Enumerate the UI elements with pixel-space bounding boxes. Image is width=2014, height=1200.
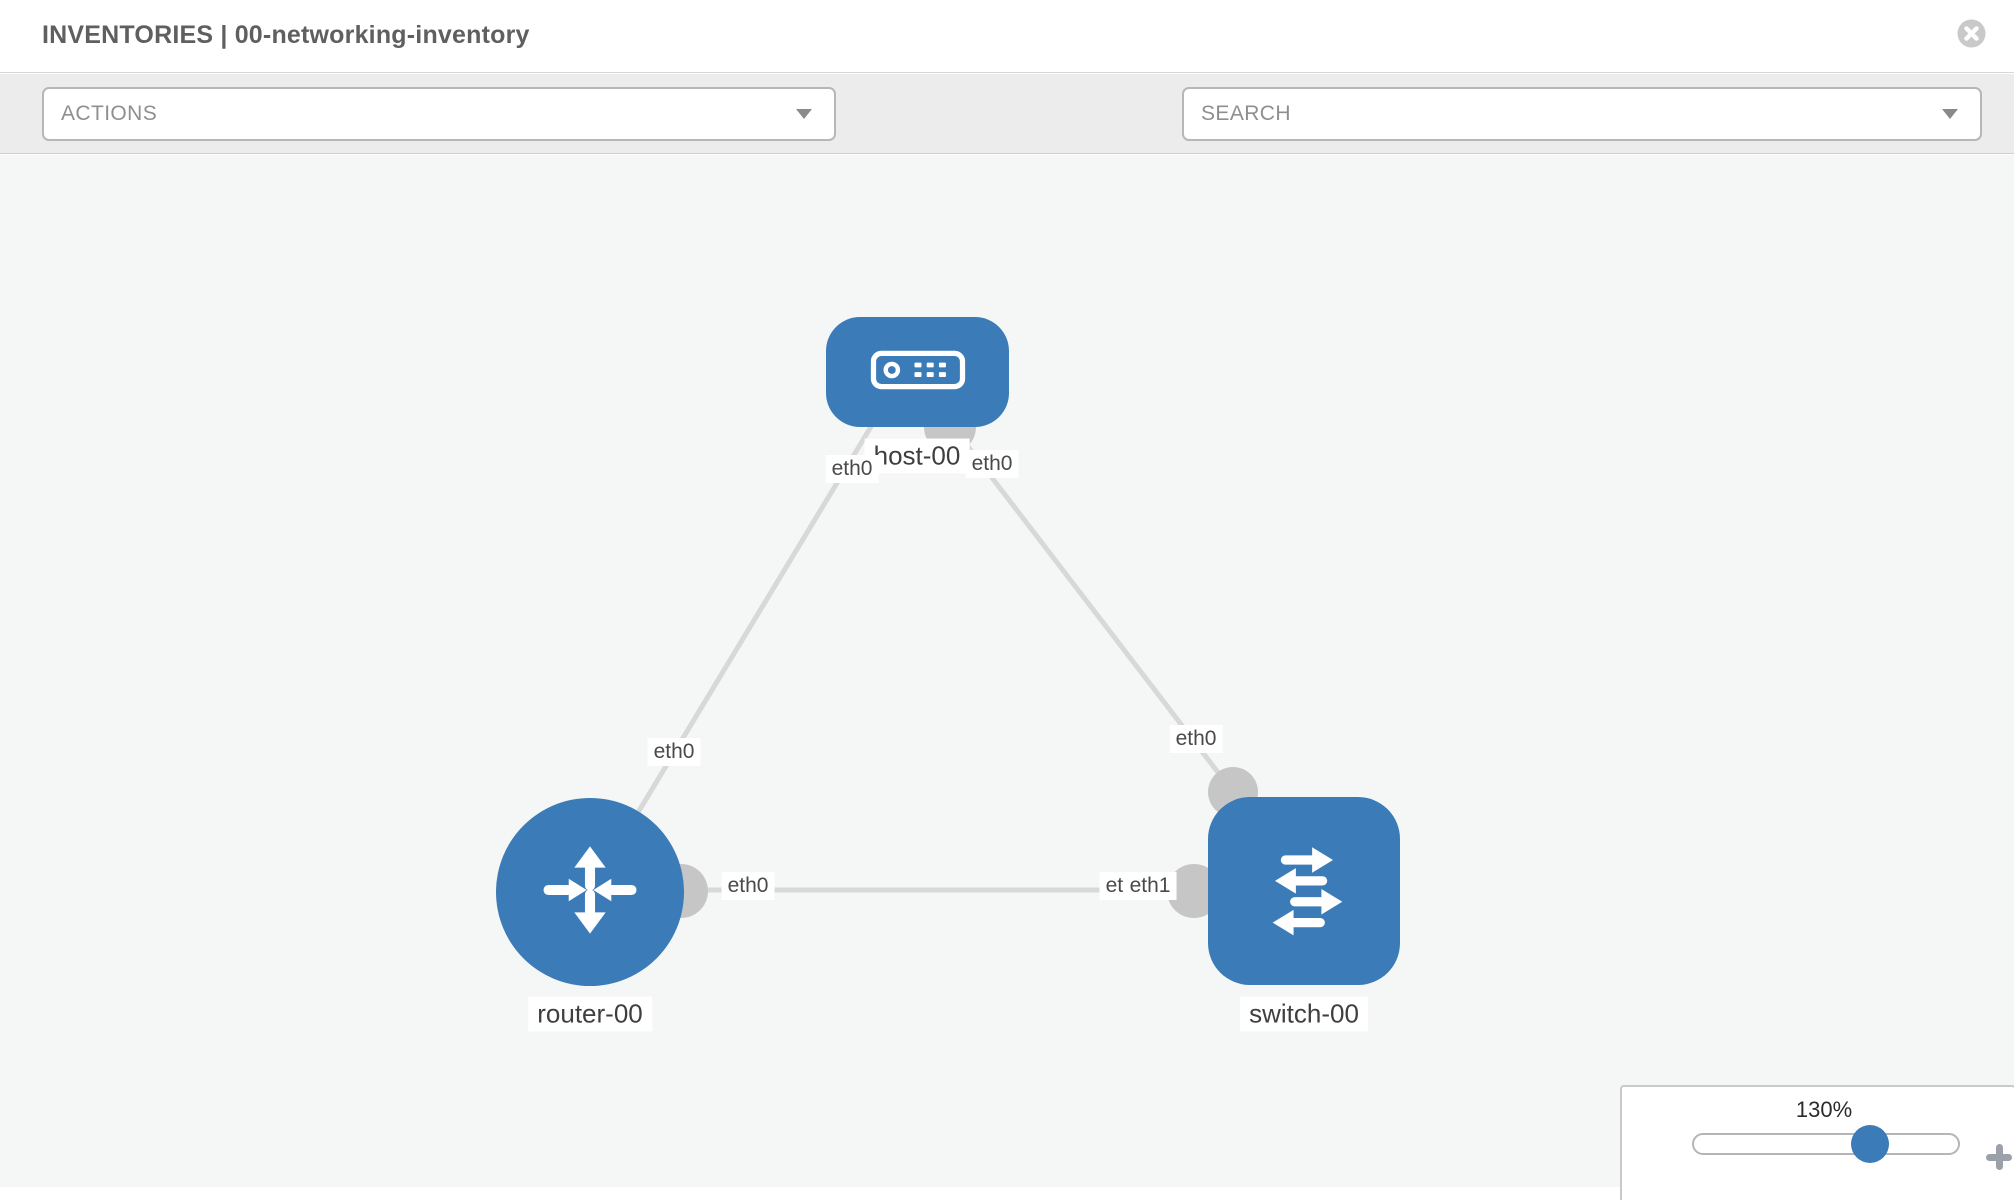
node-label-switch-00: switch-00	[1240, 996, 1368, 1032]
close-button[interactable]	[1957, 19, 1986, 48]
topology-edges	[587, 401, 1304, 918]
router-arrows-icon	[534, 834, 646, 951]
zoom-level: 130%	[1795, 1097, 1853, 1122]
search-dropdown-label: SEARCH	[1201, 102, 1291, 125]
port-label-eth0: eth0	[825, 455, 879, 483]
node-host-00[interactable]	[826, 317, 1009, 427]
port-label-eth0: eth0	[965, 450, 1019, 478]
zoom-out-button[interactable]	[1651, 1131, 1677, 1157]
zoom-slider-handle[interactable]	[1851, 1125, 1889, 1163]
port-label-eth1: eth1	[1123, 872, 1177, 900]
node-switch-00[interactable]	[1208, 797, 1400, 985]
actions-dropdown[interactable]: ACTIONS	[42, 87, 836, 141]
panel-header: INVENTORIES | 00-networking-inventory	[0, 0, 2014, 73]
node-router-00[interactable]	[496, 798, 684, 986]
port-label-eth0: eth0	[647, 738, 701, 766]
actions-dropdown-label: ACTIONS	[61, 102, 158, 125]
node-label-router-00: router-00	[528, 996, 652, 1032]
chevron-down-icon	[1942, 109, 1958, 119]
switch-arrows-icon	[1246, 831, 1362, 952]
node-label-host-00: host-00	[864, 438, 970, 474]
zoom-in-button[interactable]	[1973, 1131, 2012, 1170]
topology-canvas[interactable]: host-00 router-00 switch-00 eth0 eth0 et…	[0, 155, 2014, 1200]
chevron-down-icon	[796, 109, 812, 119]
search-dropdown[interactable]: SEARCH	[1182, 87, 1982, 141]
close-icon	[1957, 19, 1986, 51]
port-label-eth0: eth0	[1169, 725, 1223, 753]
page-title: INVENTORIES | 00-networking-inventory	[42, 21, 530, 49]
zoom-panel: 130%	[1620, 1085, 2014, 1200]
toolbar: ACTIONS	[0, 74, 2014, 199]
server-icon	[870, 349, 966, 396]
port-label-eth0: eth0	[721, 872, 775, 900]
zoom-slider[interactable]	[1692, 1125, 1960, 1163]
